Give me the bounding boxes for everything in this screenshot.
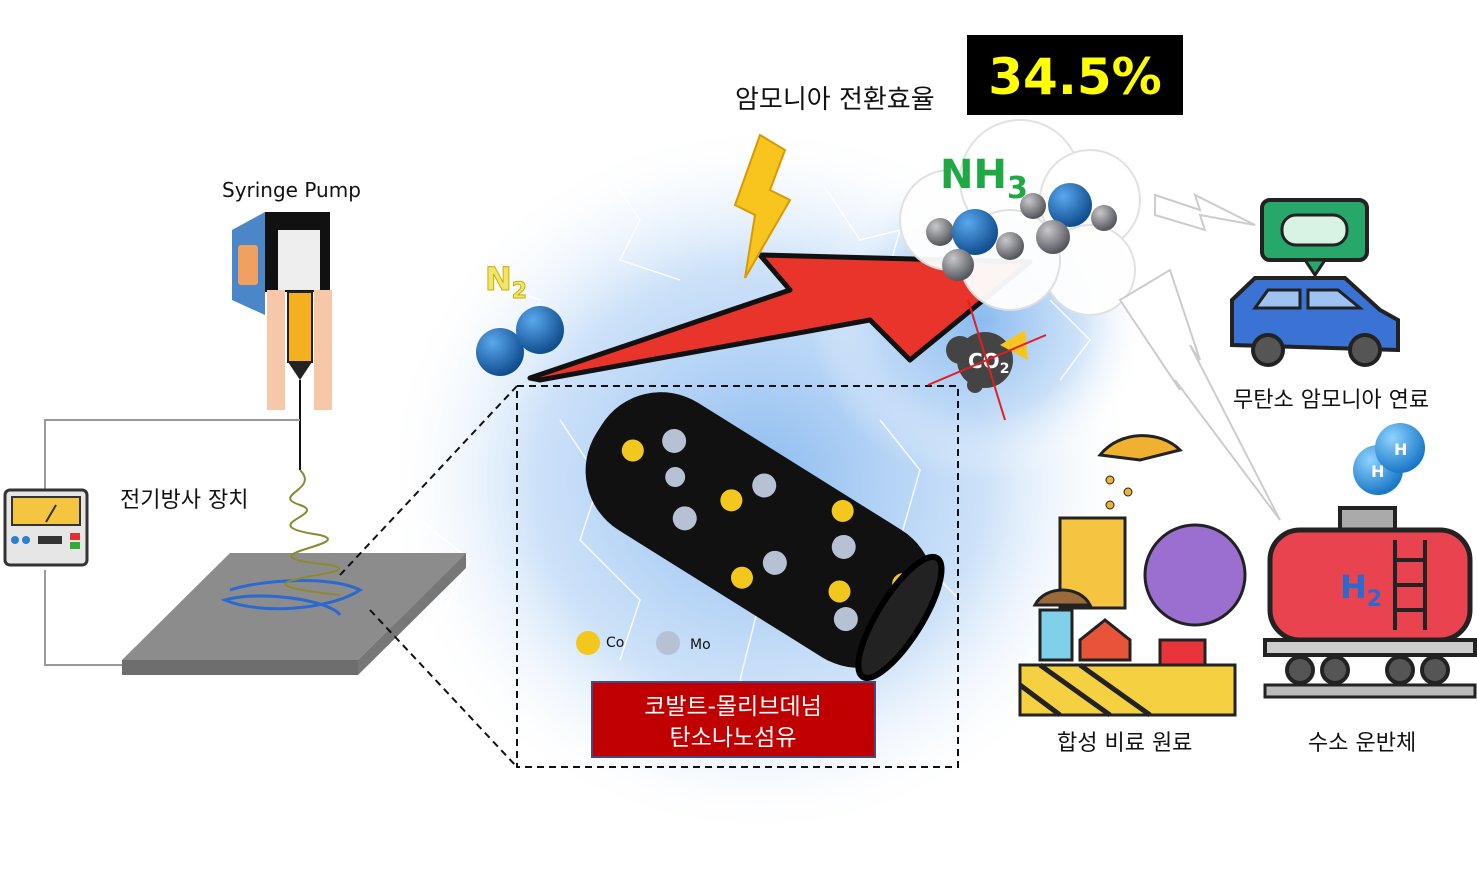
nh3-label: NH3 [940,152,1028,206]
legend-mo-label: Mo [690,637,711,653]
application-bolts [1118,193,1281,521]
legend-co-label: Co [606,635,624,651]
n2-label: N2 [485,260,527,304]
fuel-label: 무탄소 암모니아 연료 [1233,388,1429,413]
syringe-pump-label: Syringe Pump [222,178,361,202]
hydrogen-atoms-icon: H H [1353,423,1425,495]
fiber-label-line1: 코발트-몰리브데넘 [644,694,822,720]
zoom-callout [339,385,959,768]
svg-text:H2: H2 [1340,568,1382,612]
efficiency-box [967,35,1183,115]
fertilizer-farm-icon [1018,434,1247,718]
legend-mo-marker [656,631,680,655]
efficiency-value: 34.5% [988,48,1161,106]
car-icon [1230,198,1400,367]
carbon-nanofiber-icon [585,392,945,681]
efficiency-label: 암모니아 전환효율 [735,85,935,115]
fiber-label-line2: 탄소나노섬유 [670,725,797,751]
fiber-label-box [591,681,876,758]
electrospinning-label: 전기방사 장치 [120,488,248,513]
syringe-pump-icon [232,212,332,470]
nh3-molecule-icon [926,183,1117,281]
wires [44,419,300,666]
fertilizer-label: 합성 비료 원료 [1057,731,1192,756]
svg-text:H: H [1371,462,1384,481]
collector-plate [122,469,466,675]
co2-crossed-icon: CO2 [927,299,1047,421]
hydrogen-tank-car-icon: H2 [1263,506,1477,699]
conversion-arrow-icon [527,252,1033,383]
n2-molecule-icon [476,306,564,376]
voltmeter-icon [3,488,89,567]
legend-co-marker [576,631,600,655]
hydrogen-label: 수소 운반체 [1308,731,1416,756]
lightning-icon [733,133,792,279]
svg-text:H: H [1394,440,1407,459]
